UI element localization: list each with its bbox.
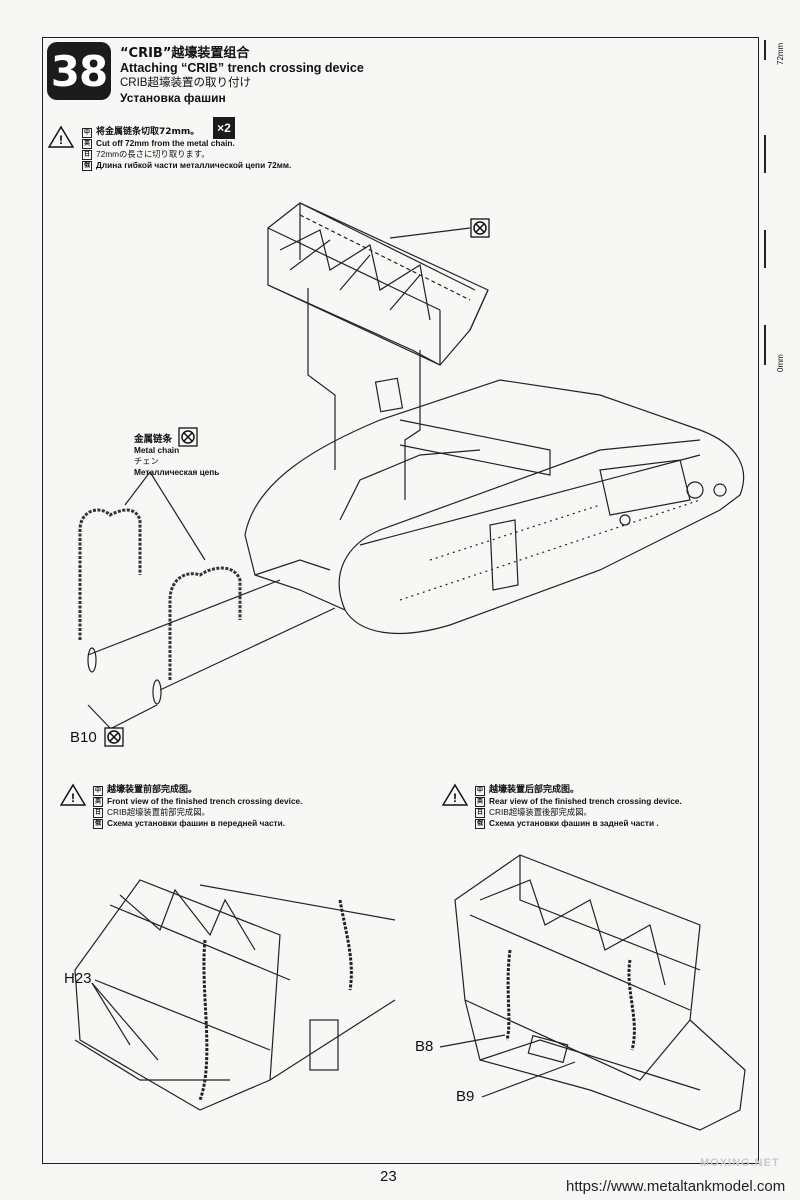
note-cut-en: Cut off 72mm from the metal chain. — [96, 138, 235, 148]
do-not-glue-icon — [178, 427, 198, 447]
flag-icon: 日 — [475, 807, 485, 818]
warning-icon: ! — [60, 783, 86, 806]
metal-chain-drawing — [78, 508, 242, 680]
chain-zh: 金属链条 — [134, 434, 173, 445]
note-front-en: Front view of the finished trench crossi… — [107, 796, 303, 806]
do-not-glue-icon — [470, 218, 490, 238]
warning-icon: ! — [442, 783, 468, 806]
note-rear-view: 中越壕装置后部完成图。 英 Rear view of the finished t… — [475, 785, 682, 829]
chain-ja: チェン — [134, 456, 159, 466]
tank-hull-drawing — [244, 377, 745, 634]
ruler-tick — [764, 325, 766, 365]
svg-text:!: ! — [71, 791, 75, 805]
note-rear-zh: 越壕装置后部完成图。 — [489, 785, 580, 795]
step-title: “CRIB”越壕装置组合 Attaching “CRIB” trench cro… — [120, 46, 364, 106]
watermark-url: https://www.metaltankmodel.com — [566, 1178, 786, 1195]
watermark-brand: MOXING.NET — [700, 1157, 780, 1169]
front-view-drawing — [74, 879, 396, 1111]
note-front-zh: 越壕装置前部完成图。 — [107, 785, 198, 795]
note-rear-ru: Схема установки фашин в задней части . — [489, 818, 659, 828]
note-cut-chain: 中将金属链条切取72mm。 英 Cut off 72mm from the met… — [82, 127, 291, 171]
title-japanese: CRIB超壕装置の取り付け — [120, 77, 251, 89]
svg-text:!: ! — [453, 791, 457, 805]
flag-icon: 日 — [82, 149, 92, 160]
note-rear-en: Rear view of the finished trench crossin… — [489, 796, 682, 806]
flag-icon: 日 — [93, 807, 103, 818]
note-rear-ja: CRIB超壕装置後部完成図。 — [489, 807, 592, 817]
flag-icon: 中 — [475, 785, 485, 796]
page-frame — [42, 37, 759, 1164]
note-front-ja: CRIB超壕装置前部完成図。 — [107, 807, 210, 817]
svg-text:!: ! — [59, 133, 63, 147]
chain-en: Metal chain — [134, 445, 180, 455]
note-cut-ru: Длина гибкой части металлической цепи 72… — [96, 160, 292, 170]
note-front-view: 中越壕装置前部完成图。 英 Front view of the finished … — [93, 785, 302, 829]
ruler-tick — [764, 135, 766, 173]
note-cut-zh: 将金属链条切取72mm。 — [96, 127, 200, 137]
step-number-badge: 38 — [47, 42, 111, 100]
note-cut-ja: 72mmの長さに切り取ります。 — [96, 149, 210, 159]
part-label-b10: B10 — [70, 729, 97, 746]
flag-icon: 英 — [475, 796, 485, 807]
ruler-tick — [764, 40, 766, 60]
flag-icon: 中 — [82, 127, 92, 138]
quantity-badge: ×2 — [213, 117, 235, 139]
title-russian: Установка фашин — [120, 91, 226, 105]
flag-icon: 俄 — [82, 160, 92, 171]
title-english: Attaching “CRIB” trench crossing device — [120, 61, 364, 75]
metal-chain-callout: 金属链条 Metal chain チェン Металлическая цепь — [134, 434, 219, 478]
do-not-glue-icon — [104, 727, 124, 747]
ruler-tick — [764, 230, 766, 268]
flag-icon: 英 — [82, 138, 92, 149]
part-label-b8: B8 — [415, 1038, 434, 1055]
flag-icon: 俄 — [93, 818, 103, 829]
flag-icon: 英 — [93, 796, 103, 807]
cut-length-ruler: 72mm 0mm — [764, 35, 794, 375]
chain-ru: Металлическая цепь — [134, 467, 220, 477]
title-chinese: “CRIB”越壕装置组合 — [120, 46, 250, 61]
flag-icon: 俄 — [475, 818, 485, 829]
part-label-b9: B9 — [456, 1088, 475, 1105]
flag-icon: 中 — [93, 785, 103, 796]
rear-view-drawing — [439, 854, 746, 1131]
page-number: 23 — [380, 1168, 397, 1185]
crib-device-drawing — [267, 202, 489, 366]
part-label-h23: H23 — [64, 970, 92, 987]
warning-icon: ! — [48, 125, 74, 148]
note-front-ru: Схема установки фашин в передней части. — [107, 818, 286, 828]
